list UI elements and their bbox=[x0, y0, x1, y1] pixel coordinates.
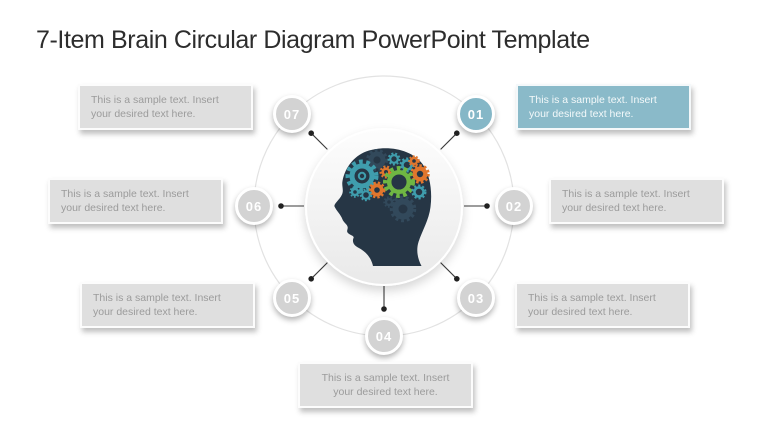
item-04-text: This is a sample text. Insert your desir… bbox=[321, 371, 450, 399]
gear-icon bbox=[345, 159, 379, 193]
item-01-circle[interactable]: 01 bbox=[457, 95, 495, 133]
item-06-circle[interactable]: 06 bbox=[235, 187, 273, 225]
brain-gears-icon bbox=[345, 149, 430, 223]
item-05-circle[interactable]: 05 bbox=[273, 279, 311, 317]
item-02-circle[interactable]: 02 bbox=[495, 187, 533, 225]
item-03-circle[interactable]: 03 bbox=[457, 279, 495, 317]
item-05-textbox[interactable]: This is a sample text. Insert your desir… bbox=[80, 282, 255, 328]
item-01-number: 01 bbox=[467, 106, 485, 122]
slide-title: 7-Item Brain Circular Diagram PowerPoint… bbox=[36, 26, 590, 54]
item-05-number: 05 bbox=[283, 290, 301, 306]
gear-icon bbox=[411, 184, 427, 200]
item-03-textbox[interactable]: This is a sample text. Insert your desir… bbox=[515, 282, 690, 328]
gear-icon bbox=[349, 186, 361, 198]
item-02-text: This is a sample text. Insert your desir… bbox=[562, 187, 690, 215]
gear-icon bbox=[383, 196, 395, 208]
spoke-dots bbox=[278, 130, 490, 312]
item-07-circle[interactable]: 07 bbox=[273, 95, 311, 133]
gear-icon bbox=[383, 166, 415, 198]
item-06-number: 06 bbox=[245, 198, 263, 214]
item-04-textbox[interactable]: This is a sample text. Insert your desir… bbox=[298, 362, 473, 408]
item-01-text: This is a sample text. Insert your desir… bbox=[529, 93, 657, 121]
item-06-textbox[interactable]: This is a sample text. Insert your desir… bbox=[48, 178, 223, 224]
item-06-text: This is a sample text. Insert your desir… bbox=[61, 187, 189, 215]
item-07-text: This is a sample text. Insert your desir… bbox=[91, 93, 219, 121]
item-04-circle[interactable]: 04 bbox=[365, 317, 403, 355]
item-02-number: 02 bbox=[505, 198, 523, 214]
gear-icon bbox=[408, 155, 420, 167]
gear-icon bbox=[366, 149, 388, 171]
item-01-textbox[interactable]: This is a sample text. Insert your desir… bbox=[516, 84, 691, 130]
gear-icon bbox=[368, 181, 386, 199]
item-03-number: 03 bbox=[467, 290, 485, 306]
gear-icon bbox=[389, 195, 417, 223]
gear-icon bbox=[359, 188, 373, 202]
item-02-textbox[interactable]: This is a sample text. Insert your desir… bbox=[549, 178, 724, 224]
item-05-text: This is a sample text. Insert your desir… bbox=[93, 291, 221, 319]
item-07-number: 07 bbox=[283, 106, 301, 122]
item-04-number: 04 bbox=[375, 328, 393, 344]
item-07-textbox[interactable]: This is a sample text. Insert your desir… bbox=[78, 84, 253, 130]
item-03-text: This is a sample text. Insert your desir… bbox=[528, 291, 656, 319]
gear-icon bbox=[387, 152, 401, 166]
spokes bbox=[281, 132, 487, 309]
